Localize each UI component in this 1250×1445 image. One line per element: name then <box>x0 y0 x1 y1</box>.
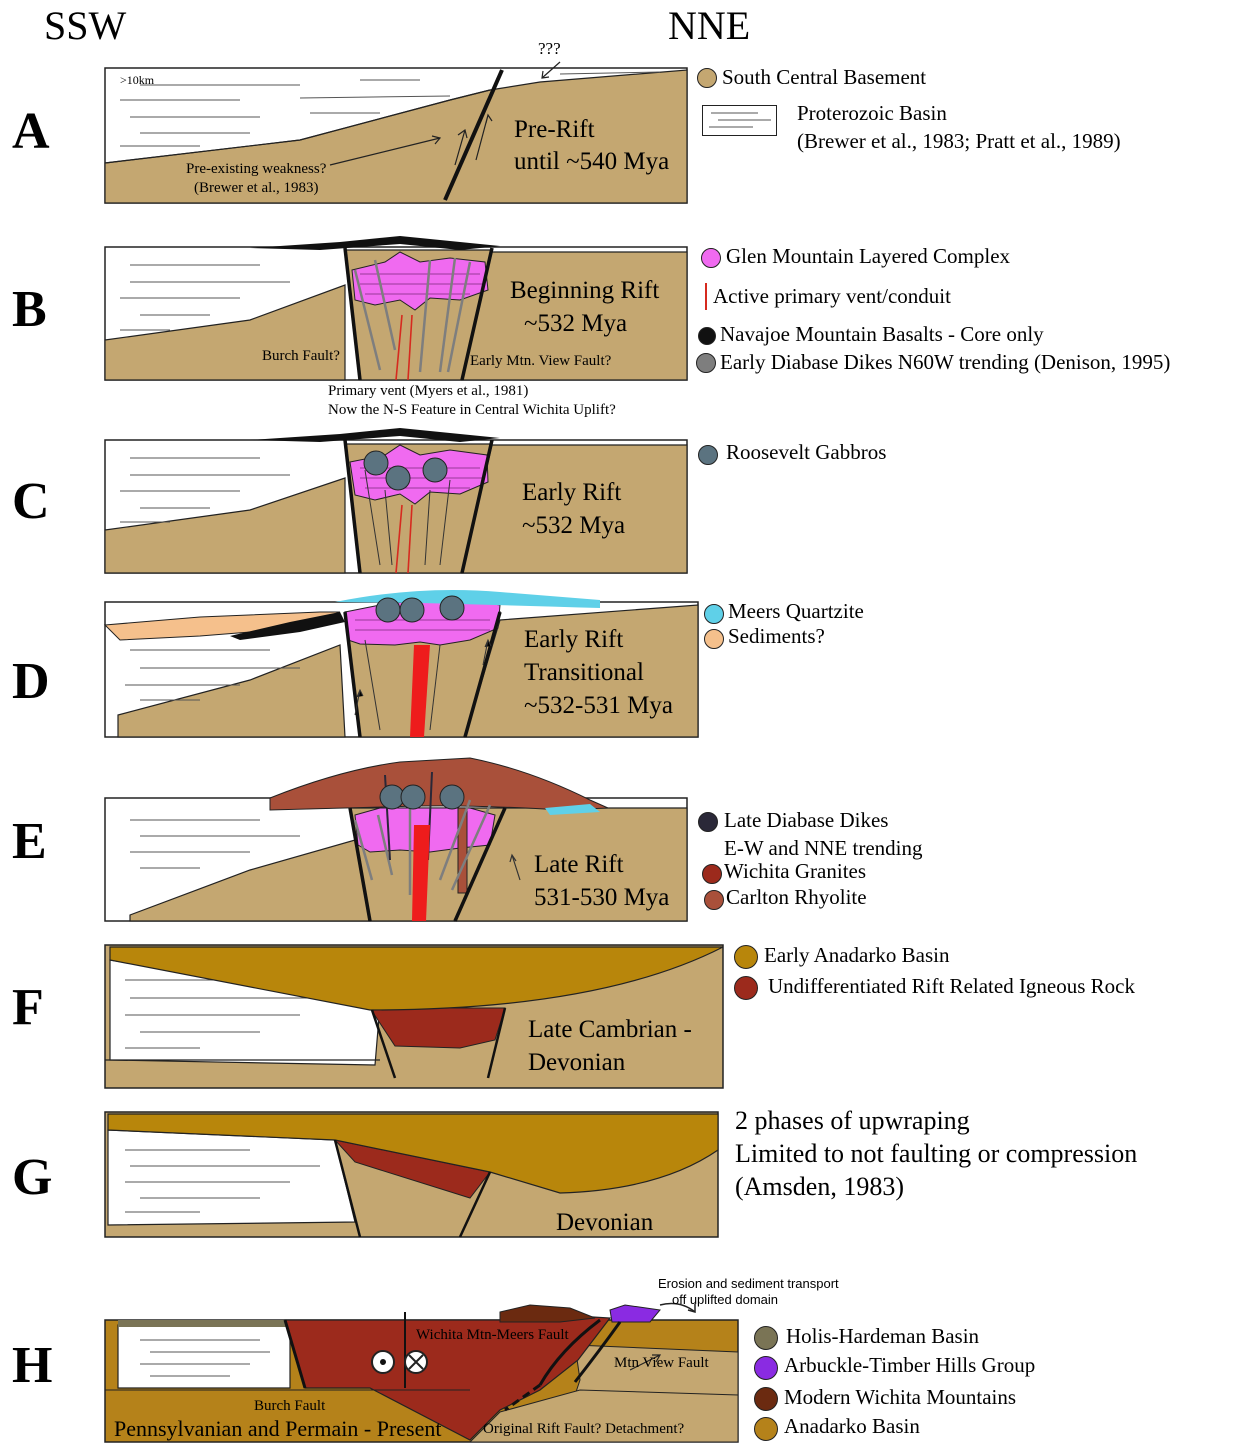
mtn-view-fault-label: Mtn View Fault <box>614 1354 709 1373</box>
swatch-holis-hardeman <box>754 1326 778 1350</box>
swatch-anadarko-basin <box>754 1417 778 1441</box>
swatch-modern-wichita <box>754 1387 778 1411</box>
legend-modern-wichita: Modern Wichita Mountains <box>784 1387 1016 1408</box>
swatch-arbuckle <box>754 1356 778 1380</box>
erosion-note-line2: off uplifted domain <box>672 1293 778 1306</box>
meers-fault-note: Wichita Mtn-Meers Fault <box>416 1326 569 1345</box>
legend-holis-hardeman: Holis-Hardeman Basin <box>786 1326 979 1347</box>
erosion-note-line1: Erosion and sediment transport <box>658 1277 839 1290</box>
burch-fault-label: Burch Fault <box>254 1397 325 1416</box>
original-rift-fault-note: Original Rift Fault? Detachment? <box>483 1420 684 1439</box>
legend-anadarko-basin: Anadarko Basin <box>784 1416 920 1437</box>
panel-h-title: Pennsylvanian and Permain - Present <box>114 1418 442 1440</box>
legend-arbuckle: Arbuckle-Timber Hills Group <box>784 1355 1035 1376</box>
